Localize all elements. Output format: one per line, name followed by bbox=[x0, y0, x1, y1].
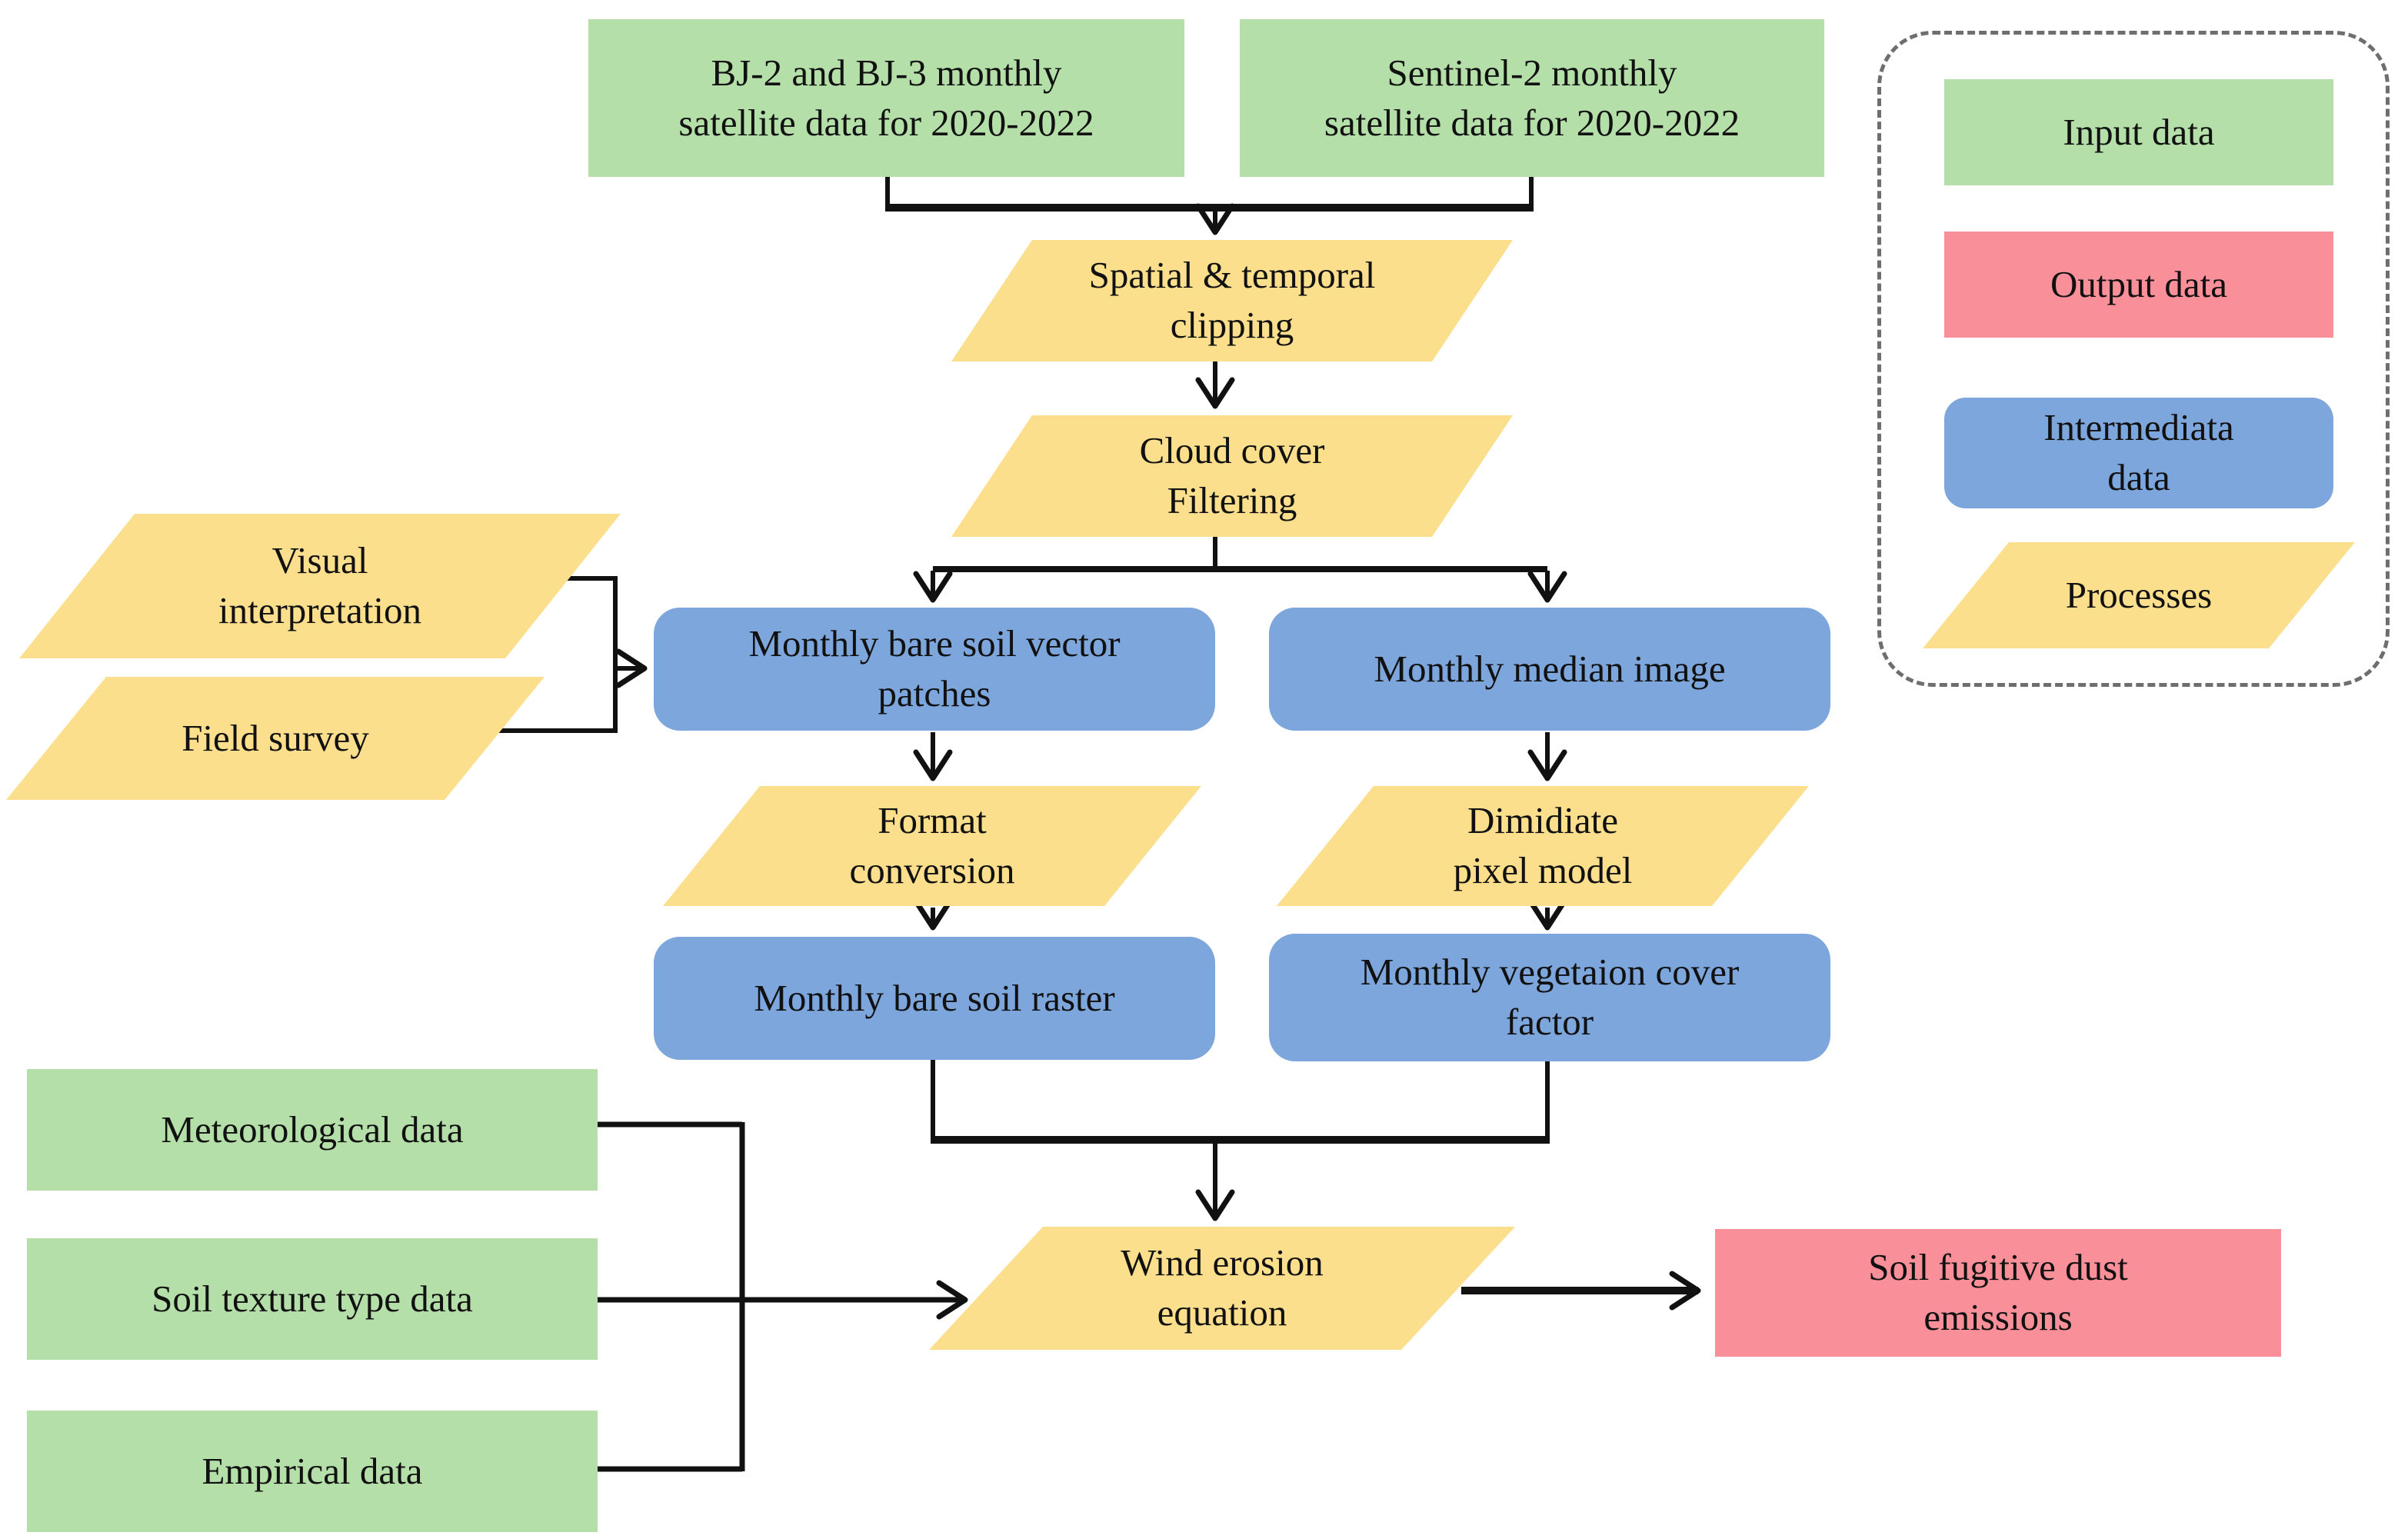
legend-box bbox=[1877, 31, 2390, 687]
node-meteorological-data: Meteorological data bbox=[27, 1069, 598, 1191]
node-visual-interpretation: Visual interpretation bbox=[19, 514, 621, 658]
node-soil-texture-type-data: Soil texture type data bbox=[27, 1238, 598, 1360]
legend-intermediate-data: Intermediata data bbox=[1944, 398, 2333, 508]
node-field-survey: Field survey bbox=[6, 677, 545, 800]
node-spatial-temporal-clipping: Spatial & temporal clipping bbox=[951, 240, 1513, 361]
node-sentinel-satellite-data: Sentinel-2 monthly satellite data for 20… bbox=[1240, 19, 1824, 177]
node-dimidiate-pixel-model: Dimidiate pixel model bbox=[1277, 786, 1809, 906]
node-monthly-median-image: Monthly median image bbox=[1269, 608, 1830, 731]
node-empirical-data: Empirical data bbox=[27, 1411, 598, 1532]
node-wind-erosion-equation: Wind erosion equation bbox=[929, 1227, 1515, 1350]
node-soil-fugitive-dust-emissions: Soil fugitive dust emissions bbox=[1715, 1229, 2281, 1357]
node-monthly-bare-soil-vector-patches: Monthly bare soil vector patches bbox=[654, 608, 1215, 731]
node-bj-satellite-data: BJ-2 and BJ-3 monthly satellite data for… bbox=[588, 19, 1184, 177]
legend-output-data: Output data bbox=[1944, 232, 2333, 338]
legend-input-data: Input data bbox=[1944, 79, 2333, 185]
legend-processes: Processes bbox=[1923, 542, 2355, 648]
node-format-conversion: Format conversion bbox=[663, 786, 1201, 906]
node-monthly-vegetation-cover-factor: Monthly vegetaion cover factor bbox=[1269, 934, 1830, 1061]
node-cloud-cover-filtering: Cloud cover Filtering bbox=[951, 415, 1513, 537]
node-monthly-bare-soil-raster: Monthly bare soil raster bbox=[654, 937, 1215, 1060]
